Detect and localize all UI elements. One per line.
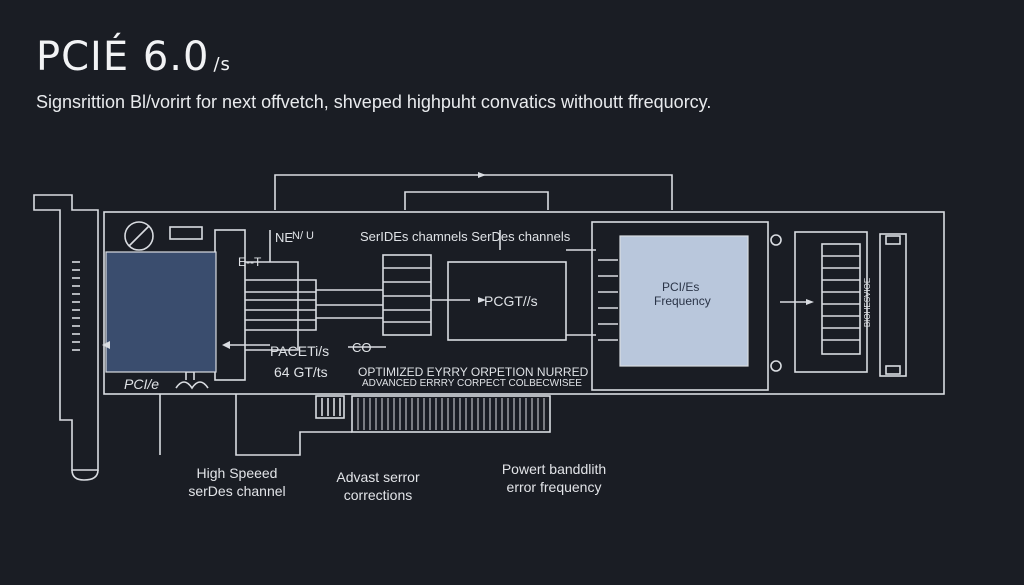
core-frame [591,221,769,391]
caption-serdes: High Speeed serDes channel [188,465,286,499]
core-block [619,235,749,367]
page-title: PCIÉ 6.0/s [36,34,231,80]
label-ne: NE [275,230,294,245]
label-e-t: E--T [238,255,262,269]
edge-connector-pins [357,398,545,430]
card-outline [103,211,945,395]
caption-bandwidth: Powert banddlith error frequency [501,461,607,495]
label-advanced: ADVANCED ERRRY CORPECT COLBECWISEE [362,378,582,389]
edge-connector-left [315,395,345,419]
label-optimized: OPTIMIZED EYRRY ORPETION NURRED [358,365,589,379]
pcgt-box [447,261,567,341]
connector-stack [214,229,246,381]
label-gt-rate: 64 GT/ts [274,364,328,380]
edge-connector-main [351,395,551,433]
connector-block [105,251,217,373]
right-chip [879,233,907,377]
label-pcgt: PCGT//s [484,293,538,309]
right-chip-label: BIOHESVIOE [863,277,873,328]
label-serdes-channels: SerIDEs chamnels SerDes channels [360,229,571,244]
no-symbol-icon [124,221,154,251]
label-pacet: PACETi/s [270,343,330,359]
label-co: CO [352,340,372,355]
page-subtitle: Signsrittion Bl/vorirt for next offvetch… [36,92,712,112]
bracket-vents [72,261,80,351]
mounting-bracket [33,194,99,471]
caption-error-correction: Advast serror corrections [336,469,420,503]
label-pcie: PCI/e [124,376,160,392]
label-nu: N/ U [292,230,314,242]
core-label-line1: PCI/Es [662,280,700,294]
serdes-block [382,254,432,336]
core-label-line2: Frequency [654,294,711,308]
small-chip [169,226,203,240]
memory-module [794,231,868,373]
title-suffix: /s [213,54,231,75]
